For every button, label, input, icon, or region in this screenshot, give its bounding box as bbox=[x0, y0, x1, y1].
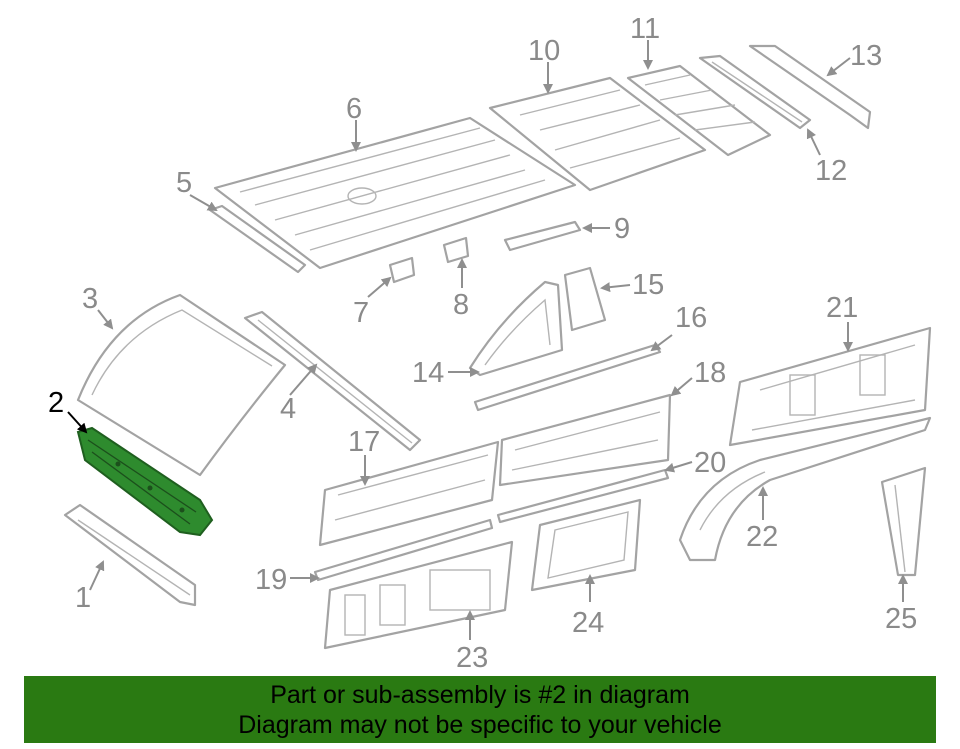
banner-line-disclaimer: Diagram may not be specific to your vehi… bbox=[238, 710, 722, 739]
part-11-roof-bow bbox=[626, 64, 772, 157]
part-6-roof-panel bbox=[213, 116, 577, 270]
part-13-rear-rail bbox=[748, 44, 872, 130]
callout-13: 13 bbox=[850, 40, 882, 72]
part-17-side-panel bbox=[318, 440, 500, 547]
callout-19: 19 bbox=[255, 564, 287, 596]
callout-12: 12 bbox=[815, 155, 847, 187]
part-12-rear-header bbox=[698, 54, 812, 130]
part-10-roof-panel-rear bbox=[488, 76, 707, 192]
callout-20: 20 bbox=[694, 447, 726, 479]
callout-5: 5 bbox=[176, 167, 192, 199]
callout-24: 24 bbox=[572, 607, 604, 639]
callout-numbers: 1 2 3 4 5 6 7 8 9 10 11 12 13 14 15 16 1… bbox=[48, 13, 917, 674]
callout-15: 15 bbox=[632, 269, 664, 301]
part-1-cowl-lower bbox=[63, 503, 197, 607]
part-15-pillar bbox=[563, 266, 607, 332]
callout-lines bbox=[67, 40, 908, 640]
callout-18: 18 bbox=[694, 357, 726, 389]
parts-diagram: 1 2 3 4 5 6 7 8 9 10 11 12 13 14 15 16 1… bbox=[48, 13, 932, 674]
part-20-rocker bbox=[496, 468, 670, 524]
callout-23: 23 bbox=[456, 642, 488, 674]
part-25-pillar bbox=[880, 466, 927, 577]
callout-11: 11 bbox=[630, 13, 660, 45]
callout-17: 17 bbox=[348, 426, 380, 458]
callout-3: 3 bbox=[82, 283, 98, 315]
part-8-bracket bbox=[442, 236, 470, 264]
info-banner: Part or sub-assembly is #2 in diagram Di… bbox=[24, 676, 936, 743]
callout-14: 14 bbox=[412, 357, 444, 389]
callout-7: 7 bbox=[353, 297, 369, 329]
banner-line-part: Part or sub-assembly is #2 in diagram bbox=[270, 680, 690, 709]
callout-25: 25 bbox=[885, 603, 917, 635]
callout-22: 22 bbox=[746, 521, 778, 553]
part-14-quarter-window bbox=[468, 280, 564, 377]
part-16-rail bbox=[473, 343, 662, 412]
callout-10: 10 bbox=[528, 35, 560, 67]
callout-8: 8 bbox=[453, 289, 469, 321]
part-23-lower-panel bbox=[323, 540, 514, 650]
part-22-inner-structure bbox=[678, 416, 932, 562]
callout-9: 9 bbox=[614, 213, 630, 245]
callout-6: 6 bbox=[346, 93, 362, 125]
part-24-panel bbox=[530, 498, 642, 592]
part-18-side-panel-upper bbox=[498, 393, 672, 487]
part-21-side-panel-rear bbox=[728, 326, 932, 447]
callout-4: 4 bbox=[280, 393, 296, 425]
callout-2: 2 bbox=[48, 387, 64, 419]
part-3-windshield bbox=[76, 293, 287, 477]
part-5-side-rail bbox=[208, 204, 307, 274]
part-4-pillar bbox=[243, 310, 422, 452]
callout-21: 21 bbox=[826, 292, 858, 324]
part-7-bracket bbox=[388, 256, 416, 284]
part-2-highlighted-cowl bbox=[76, 426, 214, 537]
callout-16: 16 bbox=[675, 302, 707, 334]
part-9-tube bbox=[503, 220, 582, 252]
callout-1: 1 bbox=[75, 582, 91, 614]
